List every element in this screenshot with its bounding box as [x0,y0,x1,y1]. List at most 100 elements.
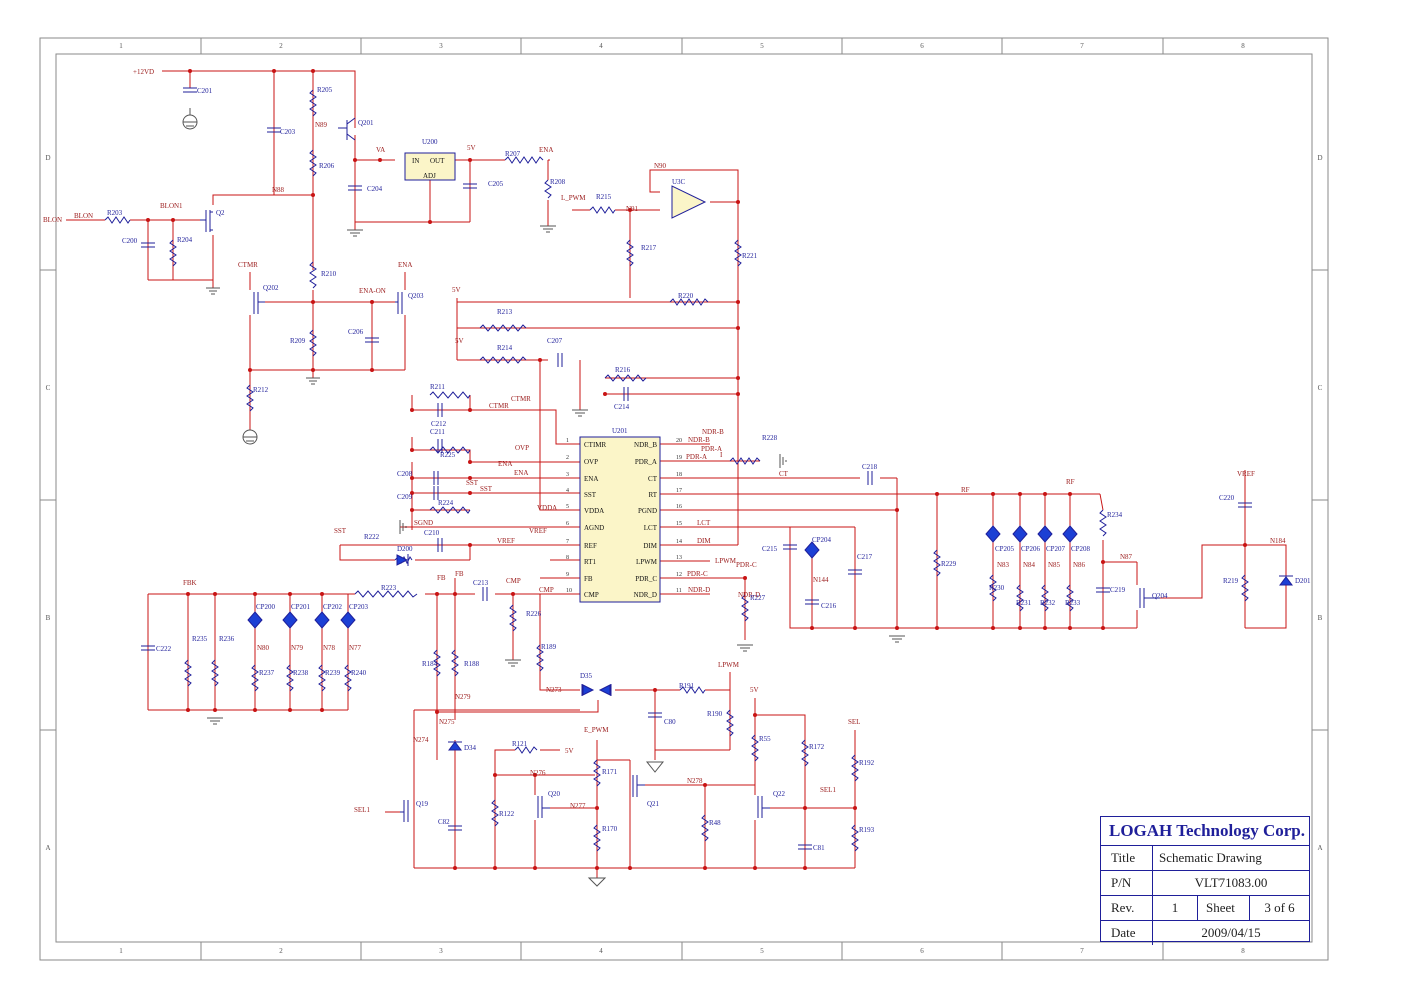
ic-pin-name: REF [584,542,597,550]
component-label: CP203 [349,603,369,611]
zone-column-label: 7 [1080,42,1084,50]
component-label: C211 [430,428,445,436]
net-label: PDR-C [736,561,757,569]
net-label: FB [455,570,464,578]
component-label: R208 [550,178,566,186]
title-value: Schematic Drawing [1159,850,1262,865]
component-label: R171 [602,768,618,776]
zone-column-label: 1 [119,947,123,955]
net-label: RF [1066,478,1075,486]
net-label: SEL [848,718,860,726]
transistors [200,117,1160,822]
net-label: SST [466,479,479,487]
net-label: N84 [1023,561,1036,569]
ic-pin-number: 16 [676,504,682,510]
component-label: R203 [107,209,123,217]
component-label: R210 [321,270,337,278]
component-label: C209 [397,493,413,501]
component-label: R235 [192,635,208,643]
ic-pin-name: PGND [638,507,657,515]
zone-column-label: 6 [920,947,924,955]
component-label: R220 [678,292,694,300]
net-label: I [720,451,723,459]
component-label: R229 [941,560,957,568]
ic-pin-name: RT1 [584,558,597,566]
pn-value: VLT71083.00 [1194,875,1268,890]
net-label: N275 [439,718,455,726]
net-label: LPWM [715,557,737,565]
date-label: Date [1101,921,1153,945]
ic-pin-number: 11 [676,588,682,594]
regulator-pin-out: OUT [430,157,445,165]
component-label: R184 [422,660,438,668]
component-label: R222 [364,533,380,541]
net-label: N144 [813,576,829,584]
component-label: R238 [293,669,309,677]
component-label: D34 [464,744,477,752]
net-label: BLON [43,216,62,224]
component-label: R215 [596,193,612,201]
diodes [396,554,1293,751]
component-label: D35 [580,672,593,680]
component-label: C220 [1219,494,1235,502]
component-label: R209 [290,337,306,345]
regulator-pin-adj: ADJ [423,172,436,180]
component-label: C82 [438,818,450,826]
component-label: C203 [280,128,296,136]
component-label: R191 [679,682,695,690]
component-label: U201 [612,427,628,435]
zone-column-label: 5 [760,947,764,955]
net-label: N77 [349,644,362,652]
regulator-u200 [404,152,456,181]
zone-column-label: 4 [599,42,603,50]
ic-pin-number: 2 [566,455,569,461]
zone-row-label: A [45,844,50,852]
component-label: Q21 [647,800,660,808]
ic-u201 [579,436,661,603]
component-label: R240 [351,669,367,677]
net-label: 5V [455,337,464,345]
component-label: D200 [397,545,413,553]
component-label: C200 [122,237,138,245]
ic-pin-name: RT [648,491,657,499]
zone-column-label: 1 [119,42,123,50]
net-label: N276 [530,769,546,777]
ic-pin-number: 19 [676,455,682,461]
net-label: CTMR [511,395,531,403]
component-label: CP202 [323,603,343,611]
net-label: CT [779,470,789,478]
ic-pin-number: 12 [676,572,682,578]
ic-pin-name: LPWM [636,558,658,566]
sheet-border [39,37,1329,961]
ic-pin-number: 5 [566,504,569,510]
component-label: R213 [497,308,513,316]
net-label: N273 [546,686,562,694]
title-block: LOGAH Technology Corp. Title Schematic D… [1100,816,1310,945]
component-label: Q2 [216,209,225,217]
ic-pin-number: 15 [676,521,682,527]
net-label: DIM [697,537,711,545]
net-label: +12VD [133,68,154,76]
component-label: C204 [367,185,383,193]
net-label: PDR-A [686,453,707,461]
zone-column-label: 6 [920,42,924,50]
component-label: C217 [857,553,873,561]
net-label: BLON [74,212,93,220]
ic-pin-name: CTIMR [584,441,607,449]
component-label: C215 [762,545,778,553]
opamp-ref: U3C [672,178,686,186]
ic-pin-number: 7 [566,539,569,545]
net-label: SGND [414,519,433,527]
net-label: N85 [1048,561,1061,569]
net-label: N79 [291,644,304,652]
ic-pin-name: OVP [584,458,598,466]
net-label: ENA [498,460,512,468]
zone-column-label: 8 [1241,947,1245,955]
component-label: C201 [197,87,213,95]
component-label: R221 [742,252,758,260]
component-label: R214 [497,344,513,352]
net-label: PDR-A [701,445,722,453]
net-label: N274 [413,736,429,744]
